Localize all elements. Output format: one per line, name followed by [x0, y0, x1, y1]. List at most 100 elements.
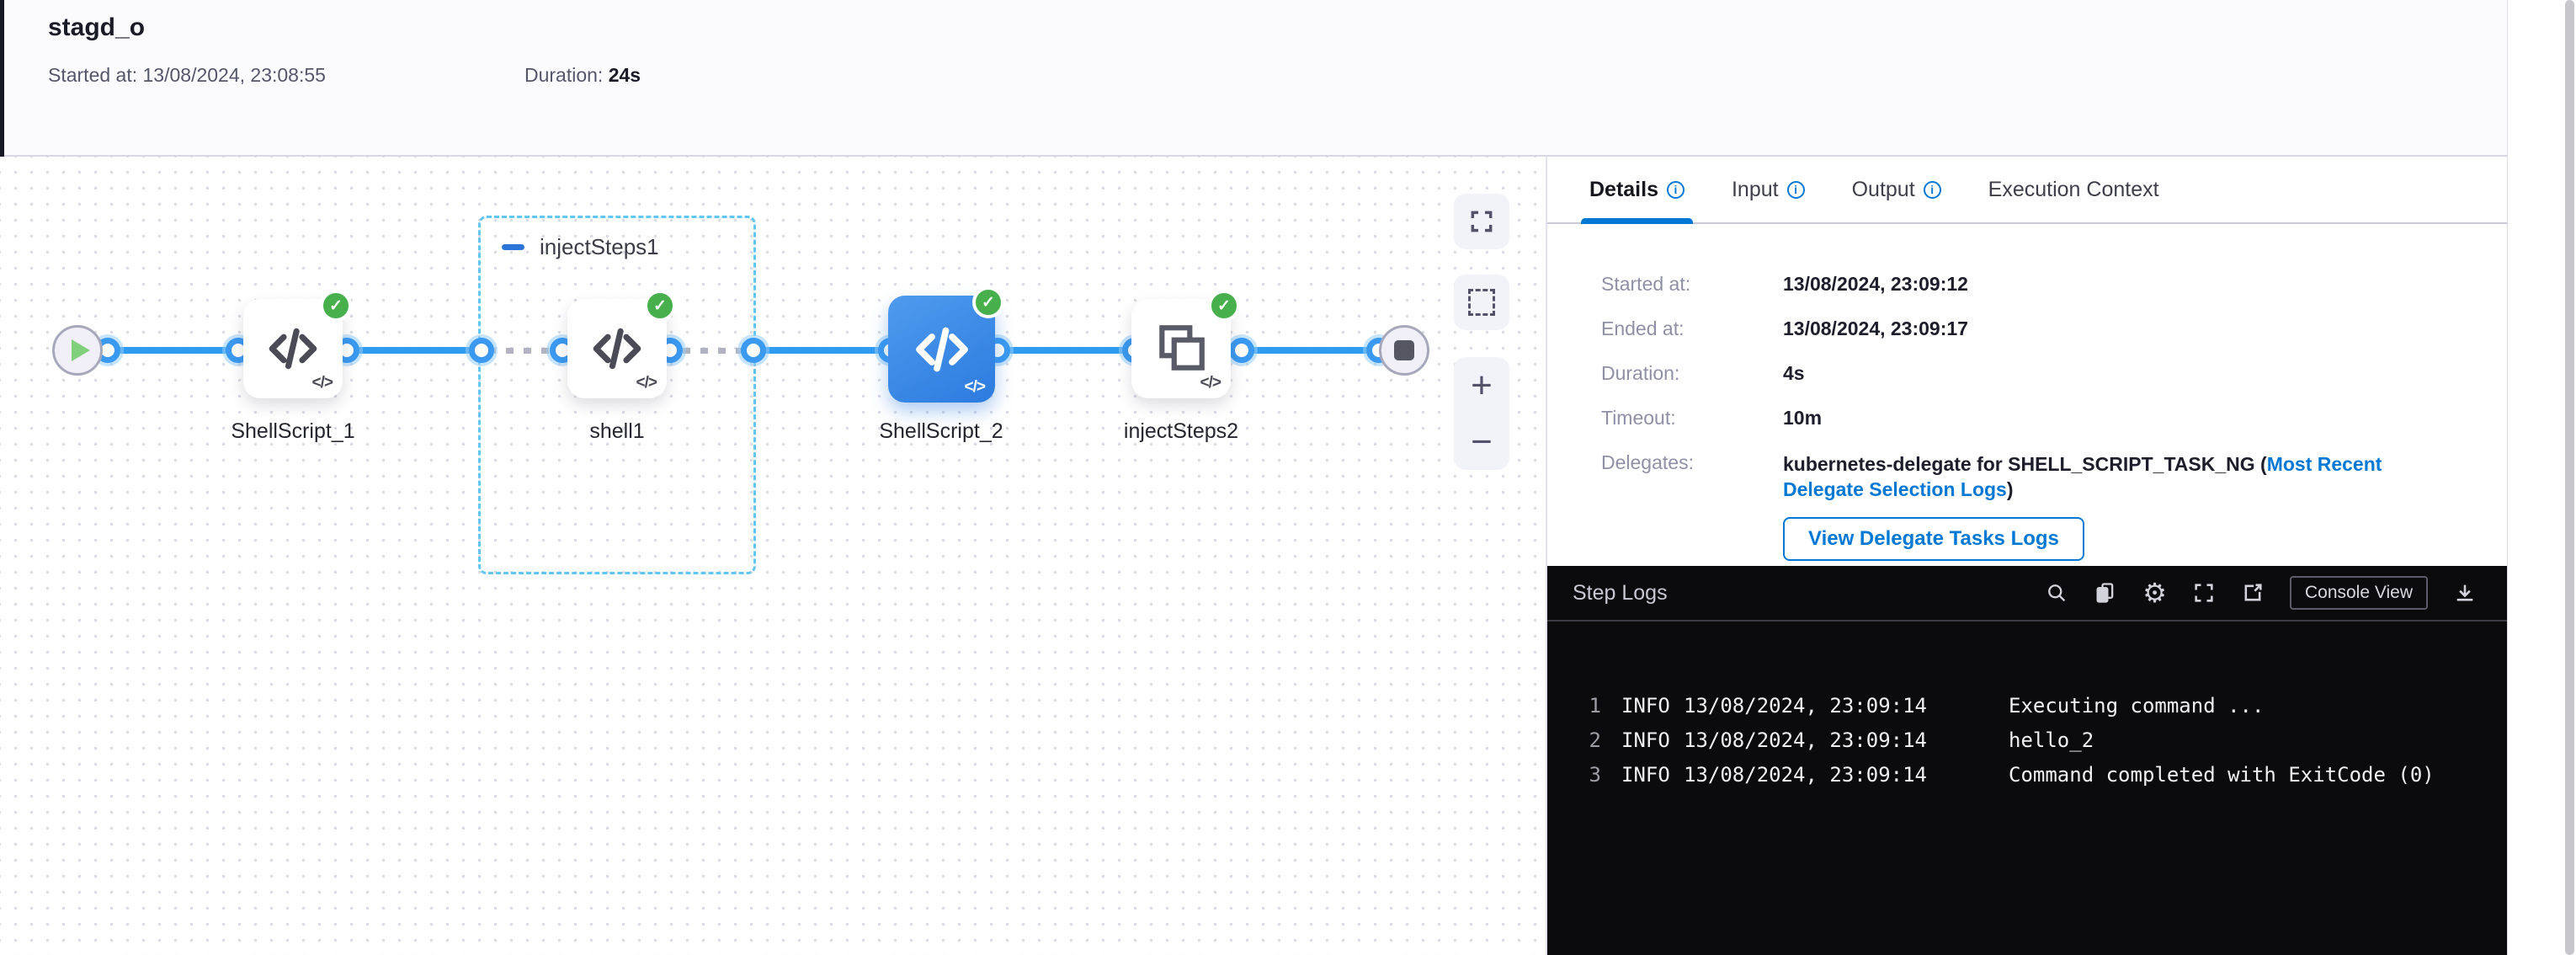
node-shellscript-1[interactable]: ✓ </>: [243, 290, 352, 398]
delegate-text: ): [2006, 478, 2014, 500]
started-at-label: Started at:: [48, 64, 138, 86]
info-icon[interactable]: [1786, 180, 1805, 199]
connector-line: [993, 347, 1141, 354]
script-type-icon: </>: [636, 374, 658, 392]
stage-title: stagd_o: [48, 13, 146, 41]
shell-script-icon: [269, 328, 317, 370]
connector-port: [469, 338, 494, 363]
connector-port: [1229, 338, 1254, 363]
delegates-value: kubernetes-delegate for SHELL_SCRIPT_TAS…: [1783, 451, 2423, 561]
detail-label: Timeout:: [1601, 407, 1676, 429]
log-timestamp: 13/08/2024, 23:09:14: [1684, 728, 1927, 752]
log-message: Executing command ...: [2009, 694, 2265, 718]
settings-gear-icon[interactable]: ⚙: [2142, 578, 2167, 608]
play-icon: [71, 339, 90, 361]
delegate-selection-logs-link[interactable]: Most Recent Delegate Selection Logs: [1783, 453, 2382, 500]
details-tabs: Details Input Output Execution Context: [1547, 157, 2507, 224]
connector-line: [101, 347, 244, 354]
node-injectsteps2[interactable]: ✓ </>: [1131, 290, 1240, 398]
shell-script-icon: [593, 328, 641, 370]
page-scrollbar[interactable]: [2565, 0, 2574, 955]
tab-label: Details: [1589, 177, 1658, 201]
node-shell1[interactable]: ✓ </>: [567, 290, 676, 398]
connector-port: [741, 338, 766, 363]
connector-line: [749, 347, 897, 354]
canvas-zoom-controls: + −: [1454, 357, 1509, 470]
collapse-group-icon[interactable]: [502, 244, 524, 250]
tab-execution-context[interactable]: Execution Context: [1988, 157, 2159, 222]
step-group-injectSteps1[interactable]: [478, 216, 756, 574]
search-icon[interactable]: [2045, 581, 2068, 605]
node-label: injectSteps2: [1123, 419, 1239, 443]
success-check-icon: ✓: [320, 290, 352, 322]
log-level: INFO: [1621, 763, 1670, 787]
script-type-icon: </>: [1200, 374, 1222, 392]
step-group-icon: [1159, 325, 1205, 371]
success-check-icon: ✓: [644, 290, 676, 322]
info-icon[interactable]: [1923, 180, 1941, 199]
node-shellscript-2[interactable]: ✓ </>: [888, 286, 1004, 403]
execution-header: stagd_o Started at: 13/08/2024, 23:08:55…: [0, 0, 2507, 157]
duration-label: Duration:: [524, 64, 604, 86]
view-delegate-tasks-logs-button[interactable]: View Delegate Tasks Logs: [1783, 517, 2084, 561]
fullscreen-icon: [1471, 211, 1493, 232]
pipeline-canvas[interactable]: injectSteps1 ✓ </>: [0, 157, 1546, 955]
log-line-number: 1: [1589, 694, 1601, 718]
copy-icon[interactable]: [2094, 581, 2117, 605]
started-at-value: 13/08/2024, 23:08:55: [142, 64, 326, 86]
page-gutter: [2507, 0, 2576, 955]
duration-meta: Duration: 24s: [524, 64, 641, 87]
success-check-icon: ✓: [972, 286, 1004, 318]
expand-fullscreen-icon[interactable]: [2192, 581, 2216, 605]
tab-output[interactable]: Output: [1852, 157, 1941, 222]
tab-label: Execution Context: [1988, 177, 2159, 201]
started-at-meta: Started at: 13/08/2024, 23:08:55: [48, 64, 326, 87]
tab-details[interactable]: Details: [1581, 157, 1693, 224]
tab-input[interactable]: Input: [1732, 157, 1805, 222]
canvas-marquee-select-button[interactable]: [1454, 275, 1509, 330]
log-timestamp: 13/08/2024, 23:09:14: [1684, 763, 1927, 787]
log-line: 1 INFO 13/08/2024, 23:09:14 Executing comma…: [1576, 689, 2509, 723]
open-in-new-icon[interactable]: [2241, 581, 2265, 605]
stop-icon: [1394, 340, 1414, 360]
step-group-label: injectSteps1: [540, 234, 659, 259]
log-message: Command completed with ExitCode (0): [2009, 763, 2435, 787]
duration-value: 24s: [608, 64, 641, 86]
end-node: [1379, 325, 1429, 376]
step-logs-tools: ⚙ Console View: [2045, 576, 2477, 610]
detail-label: Duration:: [1601, 362, 1680, 384]
download-icon[interactable]: [2453, 581, 2477, 605]
zoom-in-button[interactable]: +: [1471, 364, 1493, 406]
node-label: ShellScript_2: [879, 419, 1003, 443]
step-logs-panel: Step Logs ⚙: [1547, 566, 2509, 955]
log-line-number: 2: [1589, 728, 1601, 752]
console-view-button[interactable]: Console View: [2289, 576, 2428, 610]
node-label: ShellScript_1: [231, 419, 355, 443]
connector-line-dashed: [665, 348, 758, 354]
delegates-label: Delegates:: [1601, 451, 1694, 473]
left-edge-divider: [0, 0, 4, 157]
info-icon[interactable]: [1666, 180, 1685, 199]
log-message: hello_2: [2009, 728, 2094, 752]
detail-label: Ended at:: [1601, 317, 1685, 339]
node-label: shell1: [589, 419, 645, 443]
connector-line: [341, 347, 488, 354]
log-timestamp: 13/08/2024, 23:09:14: [1684, 694, 1927, 718]
log-line-number: 3: [1589, 763, 1601, 787]
details-grid: Started at: 13/08/2024, 23:09:12 Ended a…: [1547, 224, 2507, 561]
detail-value: 13/08/2024, 23:09:17: [1783, 317, 1968, 339]
delegate-text: kubernetes-delegate for SHELL_SCRIPT_TAS…: [1783, 453, 2267, 475]
detail-value: 13/08/2024, 23:09:12: [1783, 273, 1968, 295]
script-type-icon: </>: [964, 378, 987, 396]
log-level: INFO: [1621, 694, 1670, 718]
step-group-header[interactable]: injectSteps1: [502, 234, 659, 260]
connector-line: [1237, 347, 1389, 354]
canvas-fullscreen-button[interactable]: [1454, 194, 1509, 249]
step-details-panel: Details Input Output Execution Context S…: [1546, 157, 2509, 955]
step-logs-title: Step Logs: [1573, 580, 1668, 605]
detail-value: 4s: [1783, 362, 1805, 384]
zoom-out-button[interactable]: −: [1471, 420, 1493, 462]
